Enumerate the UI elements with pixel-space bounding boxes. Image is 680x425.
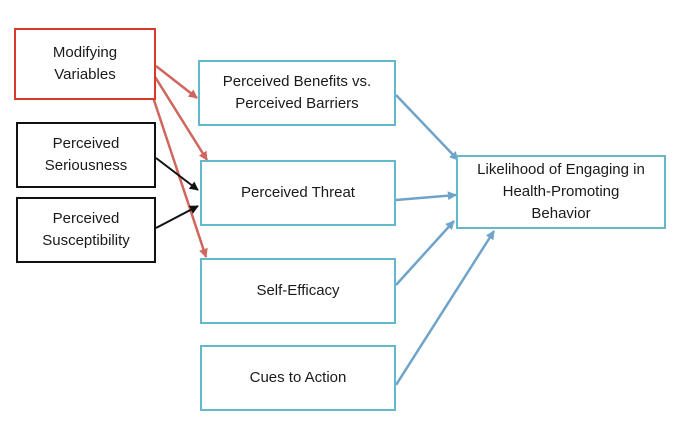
modifying-variables-line-2: Variables	[54, 66, 116, 83]
likelihood-line-1: Likelihood of Engaging in	[477, 161, 645, 178]
perceived-susceptibility-line-1: Perceived	[52, 210, 120, 227]
perceived-seriousness-line-1: Perceived	[52, 135, 120, 152]
arrow-perceived-susceptibility-to-perceived-threat	[155, 205, 199, 229]
perceived-susceptibility-line-2: Susceptibility	[42, 232, 130, 249]
perceived-threat-label: Perceived Threat	[241, 184, 355, 201]
likelihood-line-3: Behavior	[531, 205, 591, 222]
cues-to-action-box: Cues to Action	[200, 345, 396, 411]
perceived-susceptibility-box: Perceived Susceptibility	[16, 197, 156, 263]
perceived-threat-box: Perceived Threat	[200, 160, 396, 226]
arrow-modifying-variables-to-perceived-threat	[150, 71, 209, 161]
perceived-seriousness-line-2: Seriousness	[44, 157, 128, 174]
arrow-self-efficacy-to-likelihood	[395, 220, 455, 286]
arrow-perceived-benefits-barriers-to-likelihood	[395, 94, 459, 161]
modifying-variables-box: Modifying Variables	[14, 28, 156, 100]
perceived-benefits-barriers-line-2: Perceived Barriers	[235, 95, 359, 112]
modifying-variables-line-1: Modifying	[52, 44, 118, 61]
arrow-modifying-variables-to-self-efficacy	[144, 75, 208, 258]
cues-to-action-label: Cues to Action	[249, 369, 347, 386]
perceived-benefits-barriers-box: Perceived Benefits vs. Perceived Barrier…	[198, 60, 396, 126]
likelihood-of-engaging-box: Likelihood of Engaging in Health-Promoti…	[456, 155, 666, 229]
arrow-cues-to-action-to-likelihood	[394, 230, 496, 386]
perceived-seriousness-box: Perceived Seriousness	[16, 122, 156, 188]
perceived-benefits-barriers-line-1: Perceived Benefits vs.	[222, 73, 372, 90]
self-efficacy-box: Self-Efficacy	[200, 258, 396, 324]
likelihood-line-2: Health-Promoting	[502, 183, 620, 200]
arrow-modifying-variables-to-perceived-benefits-barriers	[155, 65, 198, 99]
arrow-perceived-seriousness-to-perceived-threat	[155, 157, 199, 191]
self-efficacy-label: Self-Efficacy	[256, 282, 340, 299]
arrow-perceived-threat-to-likelihood	[395, 191, 457, 202]
